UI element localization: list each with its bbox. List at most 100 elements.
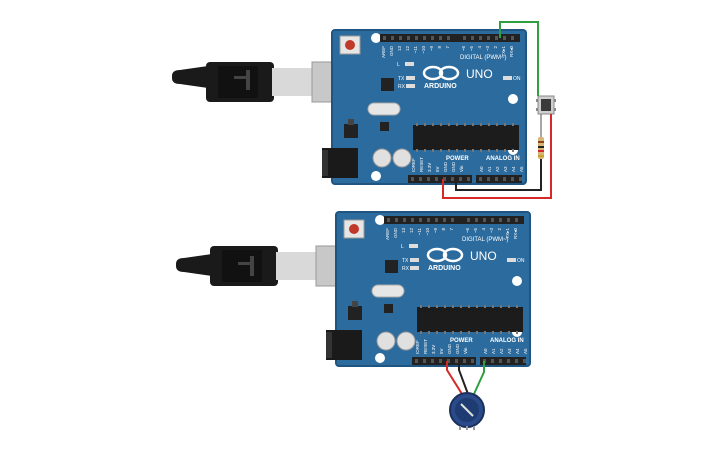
- digital-pin-label: ~11: [417, 228, 422, 236]
- power-pin-label: RESET: [419, 157, 424, 172]
- digital-pin-label: 13: [397, 46, 402, 52]
- digital-pin-label: TX▸1: [501, 46, 506, 57]
- digital-pin-label: GND: [393, 227, 398, 238]
- analog-label: ANALOG IN: [486, 156, 520, 162]
- power-label: POWER: [450, 338, 473, 344]
- analog-header[interactable]: [480, 357, 526, 365]
- digital-pin-label: ~10: [421, 46, 426, 54]
- atmega-chip: [413, 125, 519, 150]
- analog-pin-label: A5: [519, 166, 524, 172]
- resistor-icon[interactable]: [538, 137, 544, 159]
- power-pin-label: Vin: [463, 347, 468, 354]
- digital-pin-label: TX▸1: [505, 228, 510, 239]
- power-pin-label: RESET: [423, 339, 428, 354]
- led-tx-label: TX: [402, 258, 409, 264]
- led-on-icon: [503, 76, 512, 80]
- digital-pin-label: 13: [401, 228, 406, 234]
- power-pin-label: GND: [447, 343, 452, 354]
- digital-pin-label: ~3: [489, 228, 494, 234]
- usb-cable-top[interactable]: [172, 61, 357, 103]
- power-pin-label: 5V: [435, 166, 440, 172]
- digital-pin-label: ~5: [469, 46, 474, 52]
- digital-pin-label: AREF: [381, 46, 386, 58]
- power-pin-label: GND: [443, 161, 448, 172]
- on-label: ON: [513, 76, 521, 82]
- analog-pin-label: A3: [507, 348, 512, 354]
- logo-text: ARDUINO: [428, 265, 461, 272]
- digital-pin-label: 7: [445, 46, 450, 49]
- analog-pin-label: A0: [479, 166, 484, 172]
- digital-pin-label: 2: [497, 228, 502, 231]
- digital-pin-label: ~11: [413, 46, 418, 54]
- digital-pin-label: AREF: [385, 228, 390, 240]
- digital-label: DIGITAL (PWM~): [460, 55, 507, 61]
- led-l-label: L: [397, 62, 400, 68]
- wire-green-bottom[interactable]: [473, 361, 485, 395]
- analog-pin-label: A3: [503, 166, 508, 172]
- power-pin-label: 5V: [439, 348, 444, 354]
- arduino-logo-icon: [422, 65, 460, 81]
- digital-pin-label: ~6: [461, 46, 466, 52]
- analog-label: ANALOG IN: [490, 338, 524, 344]
- analog-pin-label: A1: [491, 348, 496, 354]
- digital-pin-label: 2: [493, 46, 498, 49]
- wire-black-top[interactable]: [455, 159, 542, 191]
- digital-pin-label: RX◂0: [509, 46, 514, 58]
- model-text: UNO: [470, 249, 497, 263]
- power-pin-label: 3.3V: [431, 345, 436, 354]
- power-pin-label: GND: [455, 343, 460, 354]
- led-l-icon: [409, 244, 418, 248]
- analog-pin-label: A4: [511, 166, 516, 172]
- digital-pin-label: ~9: [433, 228, 438, 234]
- analog-header[interactable]: [476, 175, 522, 183]
- arduino-logo-icon: [426, 247, 464, 263]
- led-rx-label: RX: [402, 266, 410, 272]
- digital-pin-label: ~5: [473, 228, 478, 234]
- led-l-label: L: [401, 244, 404, 250]
- power-header[interactable]: [412, 357, 476, 365]
- digital-pin-label: 8: [437, 46, 442, 49]
- wire-red-top[interactable]: [442, 114, 552, 199]
- power-label: POWER: [446, 156, 469, 162]
- digital-pin-label: ~3: [485, 46, 490, 52]
- power-pin-label: IOREF: [415, 340, 420, 354]
- potentiometer-icon[interactable]: [449, 392, 485, 430]
- power-pin-label: GND: [451, 161, 456, 172]
- power-header[interactable]: [408, 175, 472, 183]
- wire-black-bottom[interactable]: [458, 361, 469, 395]
- led-on-icon: [507, 258, 516, 262]
- wire-red-bottom[interactable]: [446, 361, 463, 395]
- on-label: ON: [517, 258, 525, 264]
- atmega-chip: [417, 307, 523, 332]
- analog-pin-label: A0: [483, 348, 488, 354]
- pushbutton-icon[interactable]: [536, 95, 556, 115]
- digital-pin-label: 8: [441, 228, 446, 231]
- power-pin-label: 3.3V: [427, 163, 432, 172]
- led-tx-label: TX: [398, 76, 405, 82]
- led-rx-label: RX: [398, 84, 406, 90]
- analog-pin-label: A2: [495, 166, 500, 172]
- digital-pin-label: 12: [409, 228, 414, 234]
- digital-label: DIGITAL (PWM~): [462, 237, 509, 243]
- wire-green-top[interactable]: [499, 21, 539, 96]
- digital-pin-label: ~10: [425, 228, 430, 236]
- digital-pin-label: GND: [389, 45, 394, 56]
- digital-pin-label: 12: [405, 46, 410, 52]
- analog-pin-label: A1: [487, 166, 492, 172]
- analog-pin-label: A4: [515, 348, 520, 354]
- power-pin-label: IOREF: [411, 158, 416, 172]
- power-pin-label: Vin: [459, 165, 464, 172]
- digital-pin-label: 4: [477, 46, 482, 49]
- logo-text: ARDUINO: [424, 83, 457, 90]
- analog-pin-label: A5: [523, 348, 528, 354]
- digital-pin-label: ~6: [465, 228, 470, 234]
- usb-cable-bottom[interactable]: [176, 245, 361, 287]
- digital-pin-label: 7: [449, 228, 454, 231]
- digital-pin-label: ~9: [429, 46, 434, 52]
- model-text: UNO: [466, 67, 493, 81]
- digital-pin-label: 4: [481, 228, 486, 231]
- led-l-icon: [405, 62, 414, 66]
- arduino-uno-board-top[interactable]: DIGITAL (PWM~) ARDUINO UNO L TX RX ON: [322, 29, 527, 185]
- arduino-uno-board-bottom[interactable]: DIGITAL (PWM~) ARDUINO UNO L TX RX ON PO…: [326, 211, 531, 367]
